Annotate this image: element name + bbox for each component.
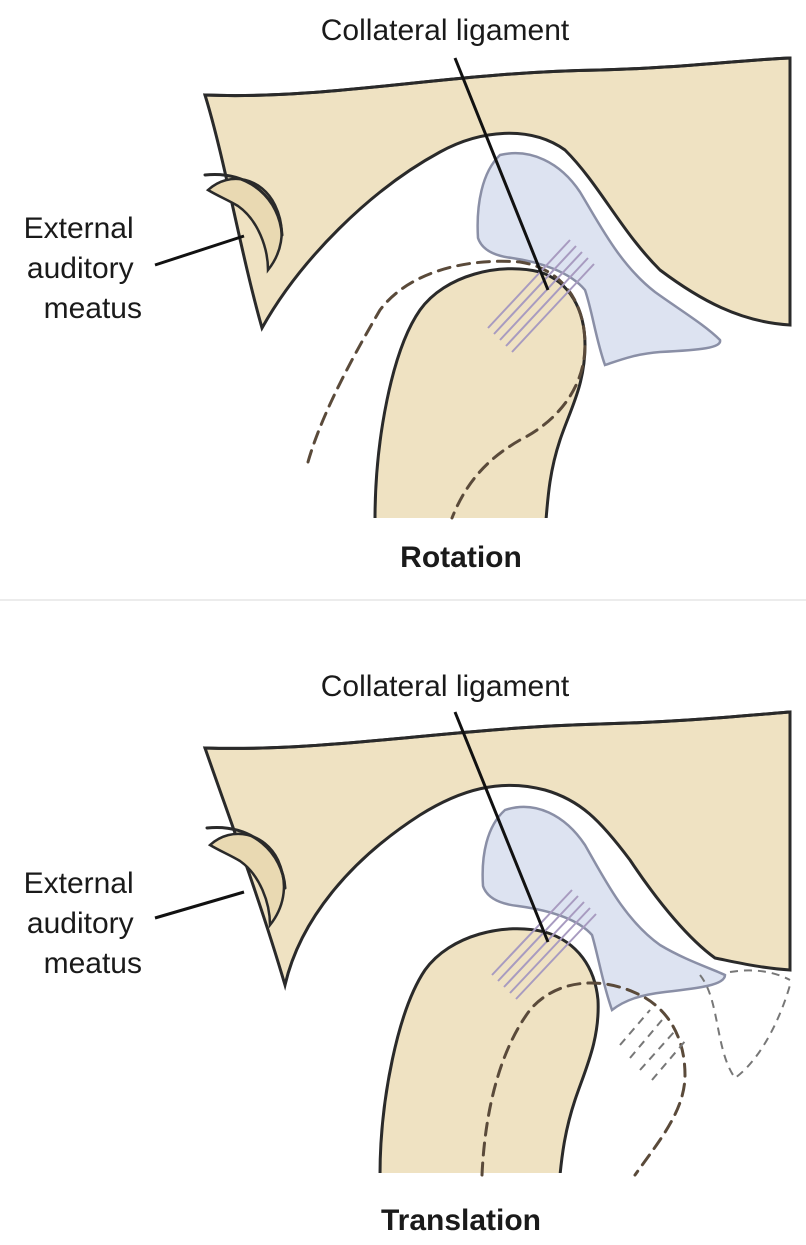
retrodiscal-fibers-dashed	[619, 1009, 687, 1081]
mandibular-condyle	[373, 267, 587, 522]
eminence-outline-dashed	[699, 974, 791, 1080]
meatus-leader	[154, 890, 245, 920]
external-auditory-meatus	[203, 172, 284, 274]
articular-disc	[481, 805, 727, 1013]
ligament-label: Collateral ligament	[321, 670, 570, 703]
meatus-leader	[154, 234, 245, 267]
collateral-ligament	[487, 239, 595, 353]
caption-translation: Translation	[381, 1204, 541, 1237]
articular-disc	[476, 152, 722, 367]
panel-rotation: Collateral ligament External auditory me…	[24, 14, 792, 574]
ligament-leader	[453, 711, 550, 943]
condyle-outline-dashed	[480, 981, 687, 1177]
caption-rotation: Rotation	[400, 541, 522, 574]
panel-translation: Collateral ligament External auditory me…	[24, 670, 792, 1237]
mandibular-condyle	[378, 927, 600, 1177]
condyle-outline-dashed	[306, 259, 587, 520]
collateral-ligament	[491, 889, 597, 1000]
ligament-label: Collateral ligament	[321, 14, 570, 47]
meatus-label: External auditory meatus	[24, 212, 142, 325]
external-auditory-meatus	[205, 825, 287, 929]
ligament-leader	[453, 57, 550, 291]
meatus-label: External auditory meatus	[24, 867, 142, 980]
